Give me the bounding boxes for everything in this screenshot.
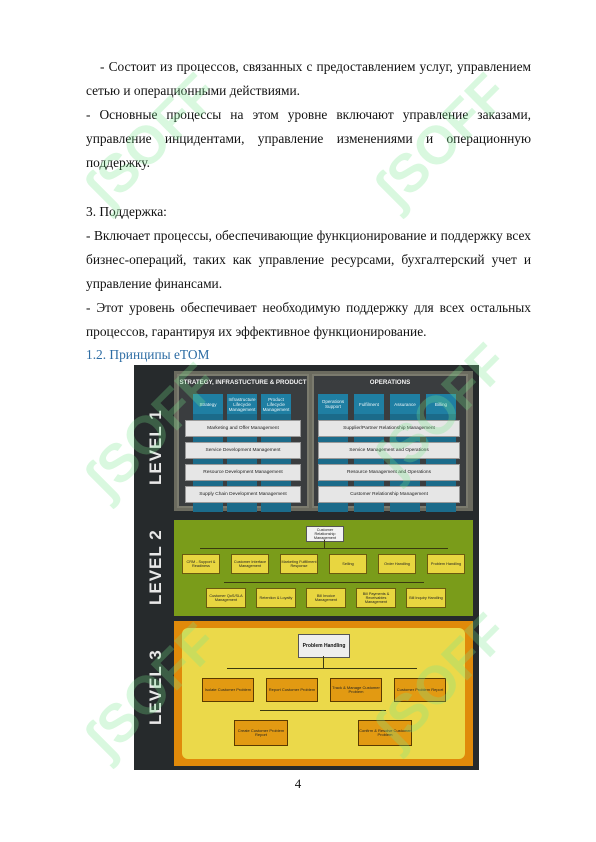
connector-line	[200, 548, 448, 549]
level-3-process-box: Isolate Customer Problem	[202, 678, 254, 702]
section-heading: 1.2. Принципы eTOM	[86, 347, 210, 362]
tab-assurance: Assurance	[390, 394, 420, 414]
level-3-process-box: Report Customer Problem	[266, 678, 318, 702]
paragraph-support-processes: - Включает процессы, обеспечивающие функ…	[86, 228, 531, 291]
paragraph-main-processes: - Основные процессы на этом уровне включ…	[86, 107, 531, 170]
level-3-panel: Problem Handling Isolate Customer Proble…	[182, 628, 465, 759]
process-box: Marketing and Offer Management	[185, 420, 301, 437]
paragraph-support-heading: 3. Поддержка:	[86, 204, 167, 219]
connector-line	[260, 710, 386, 711]
level-2-process-box: Order Handling	[378, 554, 416, 574]
level-1-band: STRATEGY, INFRASTUCTURE & PRODUCT Strate…	[174, 371, 473, 512]
process-box: Supply Chain Development Management	[185, 486, 301, 503]
strategy-section: STRATEGY, INFRASTUCTURE & PRODUCT Strate…	[177, 374, 309, 512]
level-2-process-box: CRM - Support & Readiness	[182, 554, 220, 574]
level-3-process-box: Create Customer Problem Report	[234, 720, 288, 746]
level-2-process-box: Customer QoS/SLA Management	[206, 588, 246, 608]
level-2-process-box: Selling	[329, 554, 367, 574]
connector-line	[323, 656, 324, 668]
paragraph-support-level: - Этот уровень обеспечивает необходимую …	[86, 300, 531, 339]
level-2-process-box: Bill Payments & Receivables Management	[356, 588, 396, 608]
level-3-label: LEVEL 3	[146, 649, 165, 725]
level-2-process-box: Bill Inquiry Handling	[406, 588, 446, 608]
connector-line	[324, 540, 325, 548]
process-box: Service Management and Operations	[318, 442, 460, 459]
level-2-process-box: Customer Interface Management	[231, 554, 269, 574]
etom-levels-diagram: LEVEL 1 LEVEL 2 LEVEL 3 STRATEGY, INFRAS…	[134, 365, 479, 770]
level-3-process-box: Track & Manage Customer Problem	[330, 678, 382, 702]
operations-section-title: OPERATIONS	[369, 379, 411, 386]
level-2-process-box: Problem Handling	[427, 554, 465, 574]
tab-billing: Billing	[426, 394, 456, 414]
level-2-label: LEVEL 2	[146, 529, 165, 605]
level-2-band: Customer Relationship Management CRM - S…	[174, 520, 473, 616]
tab-operations-support: Operations Support	[318, 394, 348, 414]
tab-strategy: Strategy	[193, 394, 223, 414]
operations-section: OPERATIONS Operations Support Fulfilment…	[312, 374, 468, 512]
paragraph-service-processes: - Состоит из процессов, связанных с пред…	[86, 59, 531, 98]
process-box: Service Development Management	[185, 442, 301, 459]
level-2-process-box: Marketing Fulfillment Response	[280, 554, 318, 574]
level-3-process-box: Confirm & Resolve Customer Problem	[358, 720, 412, 746]
level-2-process-box: Retention & Loyalty	[256, 588, 296, 608]
level-3-band: Problem Handling Isolate Customer Proble…	[174, 621, 473, 766]
strategy-section-title: STRATEGY, INFRASTUCTURE & PRODUCT	[179, 379, 307, 386]
process-box: Resource Management and Operations	[318, 464, 460, 481]
process-box: Supplier/Partner Relationship Management	[318, 420, 460, 437]
level-2-root-box: Customer Relationship Management	[306, 526, 344, 542]
tab-product: Product Lifecycle Management	[261, 394, 291, 414]
connector-line	[224, 582, 424, 583]
level-1-label: LEVEL 1	[146, 409, 165, 485]
level-3-root-box: Problem Handling	[298, 634, 350, 658]
tab-infrastructure: Infrastructure Lifecycle Management	[227, 394, 257, 414]
connector-line	[227, 668, 417, 669]
tab-fulfilment: Fulfilment	[354, 394, 384, 414]
process-box: Resource Development Management	[185, 464, 301, 481]
level-3-process-box: Customer Problem Report	[394, 678, 446, 702]
level-2-process-box: Bill Invoice Management	[306, 588, 346, 608]
process-box: Customer Relationship Management	[318, 486, 460, 503]
page-number: 4	[294, 776, 302, 791]
